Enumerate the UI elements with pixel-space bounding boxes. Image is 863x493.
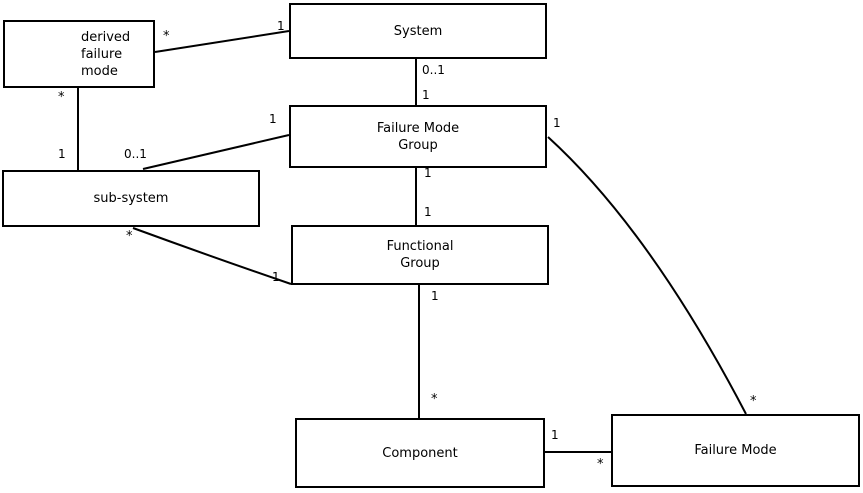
class-box-derived-failure-mode[interactable]: derived failure mode bbox=[3, 20, 155, 88]
class-name-component: Component bbox=[382, 445, 458, 461]
class-name-failure-mode-group: Failure Mode Group bbox=[376, 120, 460, 153]
class-name-functional-group: Functional Group bbox=[386, 239, 454, 271]
multiplicity-component-to-failure-mode-far: * bbox=[597, 457, 604, 472]
class-box-functional-group[interactable]: Functional Group bbox=[291, 225, 549, 285]
multiplicity-failure-mode-group-to-failure-mode-near: 1 bbox=[553, 116, 561, 130]
class-name-system: System bbox=[393, 23, 443, 39]
multiplicity-sub-system-to-functional-group-far: 1 bbox=[272, 270, 280, 284]
edge-failure-mode-group-to-failure-mode bbox=[547, 136, 747, 415]
class-box-failure-mode-group[interactable]: Failure Mode Group bbox=[289, 105, 547, 168]
multiplicity-functional-group-to-component-bottom: * bbox=[431, 392, 438, 407]
multiplicity-system-to-failure-mode-group-bottom: 1 bbox=[422, 88, 430, 102]
multiplicity-sub-system-to-failure-mode-group-far: 1 bbox=[269, 112, 277, 126]
multiplicity-derived-to-system-far: 1 bbox=[277, 19, 285, 33]
class-box-failure-mode[interactable]: Failure Mode bbox=[611, 414, 860, 487]
class-box-system[interactable]: System bbox=[289, 3, 547, 59]
multiplicity-sub-system-to-failure-mode-group-near: 0..1 bbox=[124, 147, 147, 161]
multiplicity-functional-group-to-component-top: 1 bbox=[431, 289, 439, 303]
multiplicity-failure-mode-group-to-functional-group-bottom: 1 bbox=[424, 205, 432, 219]
multiplicity-failure-mode-group-to-failure-mode-far: * bbox=[750, 394, 757, 409]
class-name-derived-failure-mode: derived failure mode bbox=[81, 29, 131, 79]
multiplicity-sub-system-to-functional-group-near: * bbox=[126, 229, 133, 244]
class-name-failure-mode: Failure Mode bbox=[694, 443, 777, 458]
multiplicity-failure-mode-group-to-functional-group-top: 1 bbox=[424, 166, 432, 180]
multiplicity-derived-to-system-near: * bbox=[163, 29, 170, 44]
class-box-sub-system[interactable]: sub-system bbox=[2, 170, 260, 227]
multiplicity-derived-to-sub-system-top: * bbox=[58, 90, 65, 105]
edge-sub-system-to-functional-group bbox=[132, 227, 292, 285]
class-box-component[interactable]: Component bbox=[295, 418, 545, 488]
edge-sub-system-to-failure-mode-group bbox=[142, 134, 290, 170]
multiplicity-derived-to-sub-system-bottom: 1 bbox=[58, 147, 66, 161]
class-name-sub-system: sub-system bbox=[93, 191, 169, 206]
multiplicity-system-to-failure-mode-group-top: 0..1 bbox=[422, 63, 445, 77]
edge-derived-failure-mode-to-system bbox=[154, 30, 290, 53]
multiplicity-component-to-failure-mode-near: 1 bbox=[551, 428, 559, 442]
